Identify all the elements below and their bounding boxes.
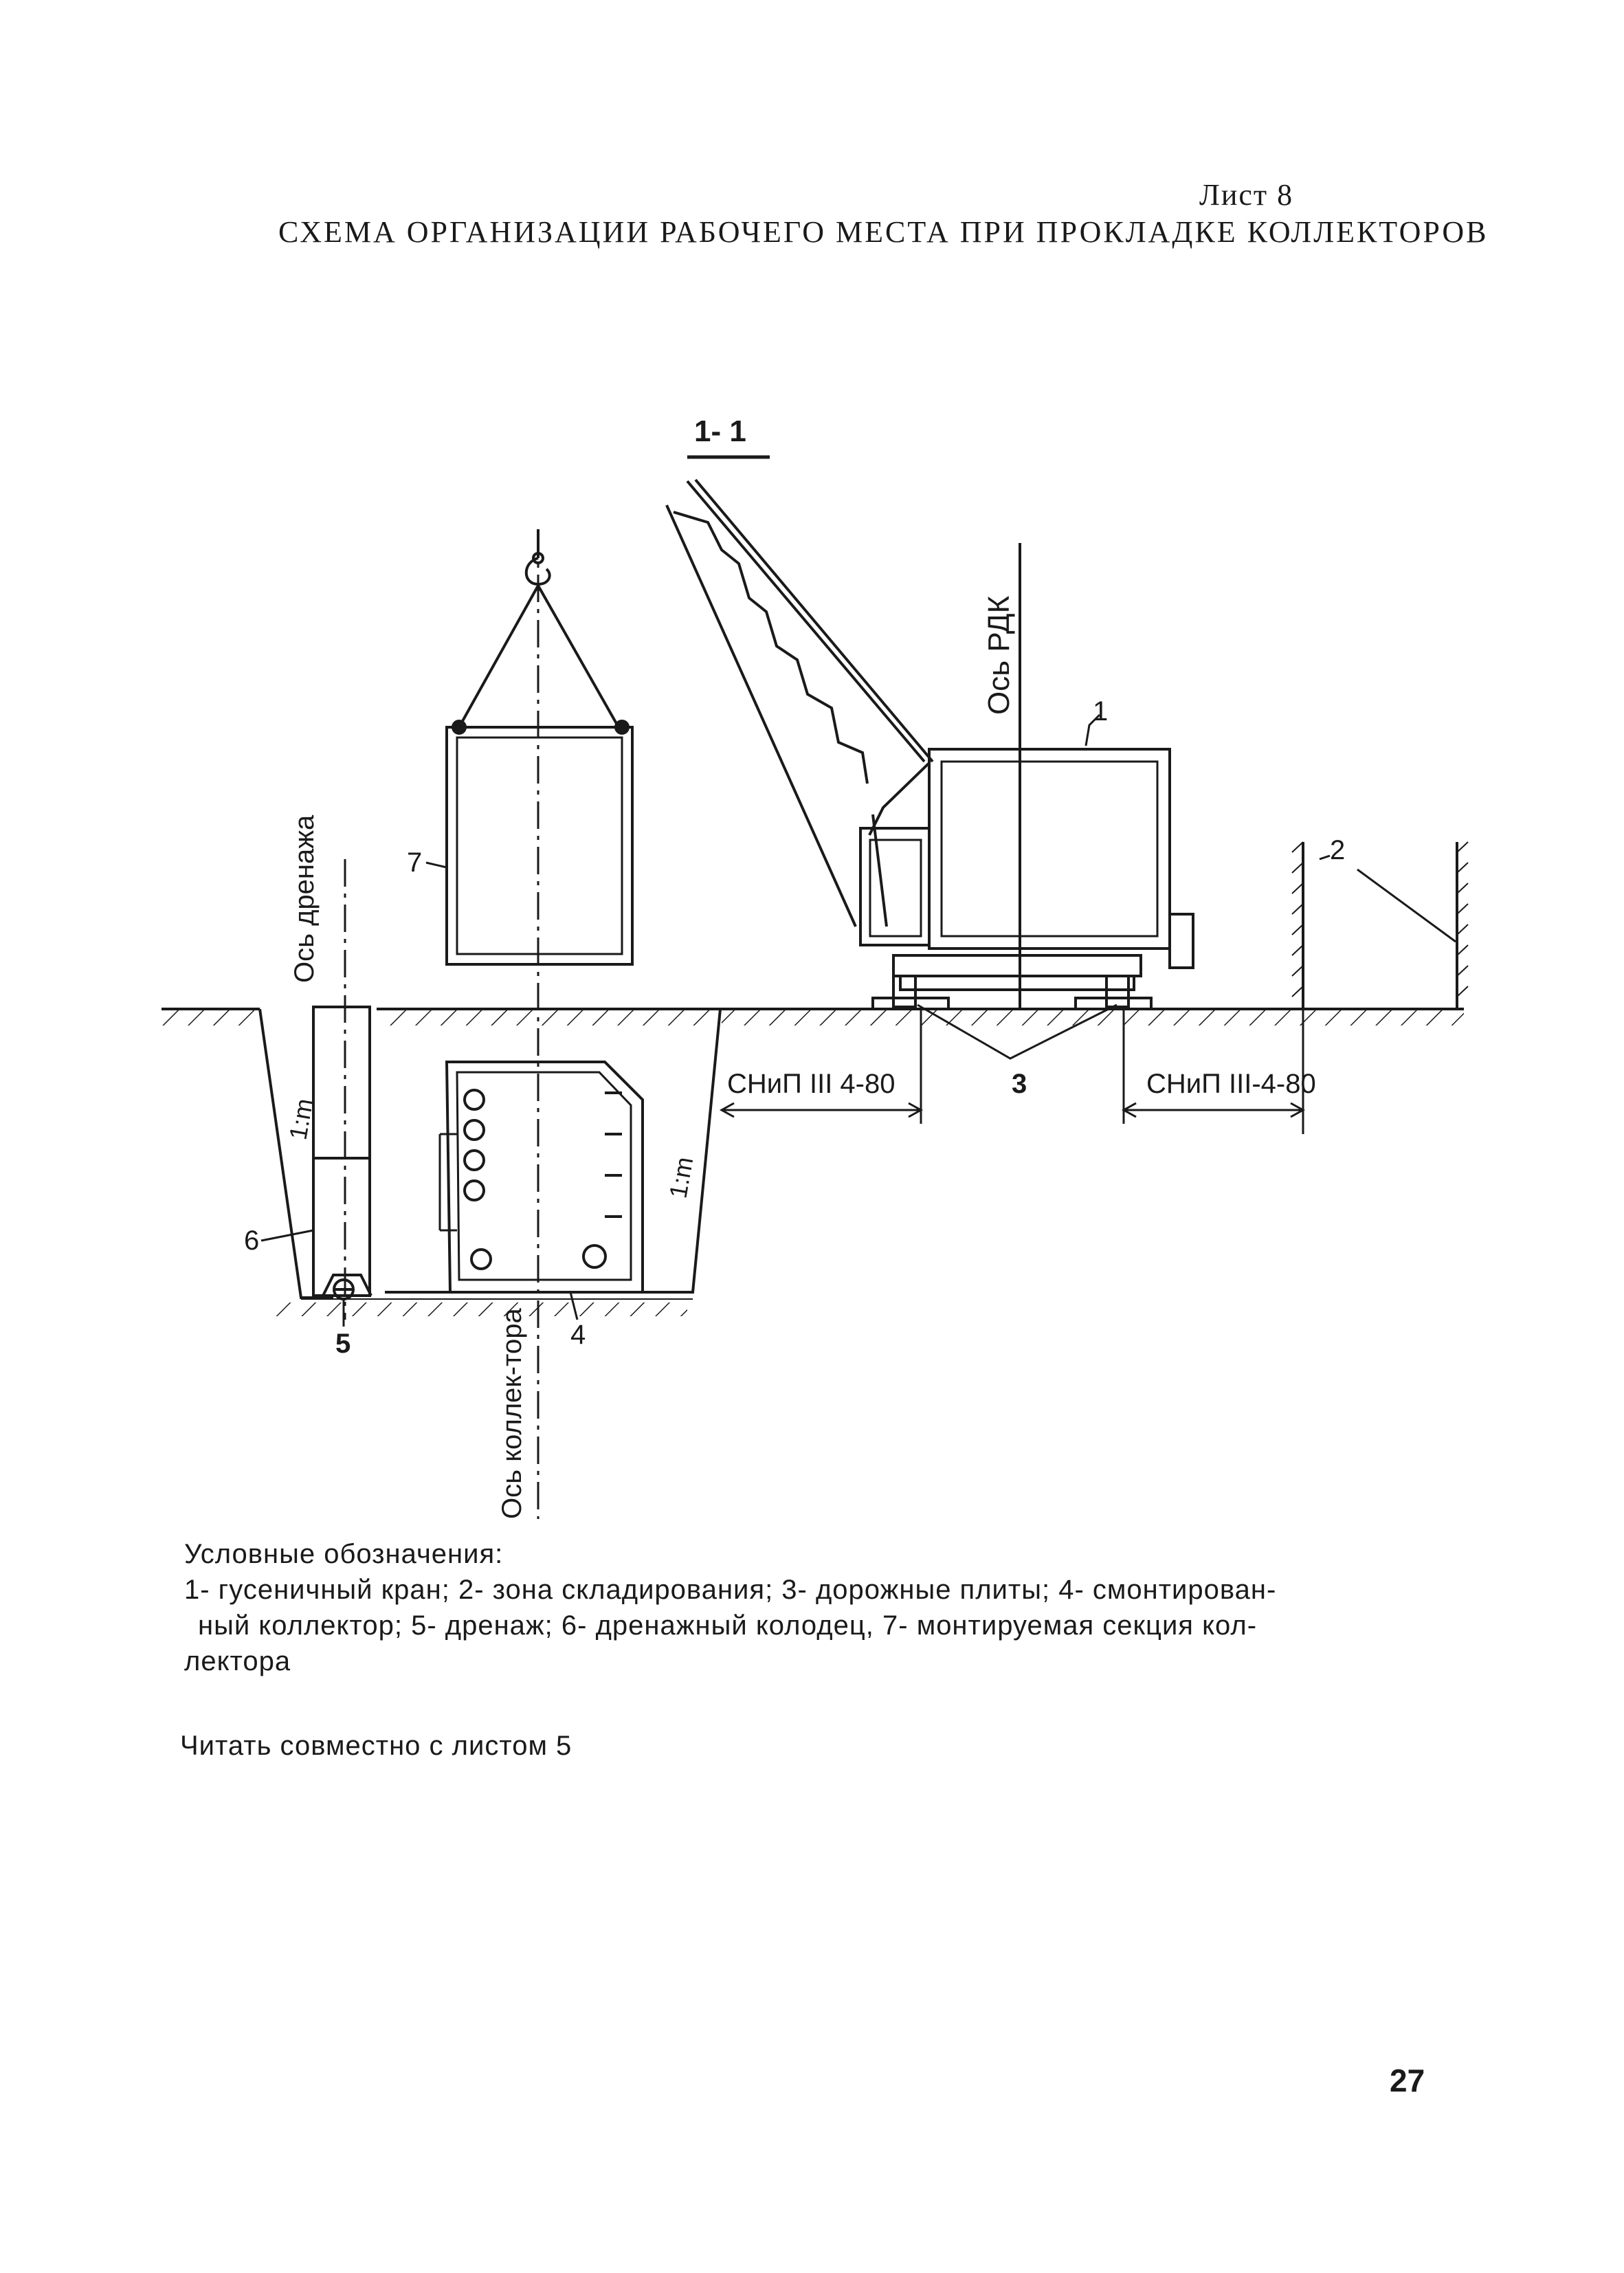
legend: Условные обозначения: 1- гусеничный кран… [184, 1536, 1276, 1679]
read-together-note: Читать совместно с листом 5 [180, 1731, 572, 1761]
trench [258, 1008, 722, 1316]
callout-2: 2 [1330, 835, 1345, 865]
dimension-label-right: СНиП III-4-80 [1146, 1069, 1316, 1099]
legend-heading: Условные обозначения: [184, 1539, 504, 1569]
crane-boom [665, 478, 934, 927]
legend-line: 1- гусеничный кран; 2- зона складировани… [184, 1575, 1277, 1605]
slope-label-right: 1:m [664, 1155, 699, 1200]
callout-1: 1 [1093, 696, 1108, 727]
callout-4: 4 [570, 1320, 586, 1350]
section-label: 1- 1 [694, 414, 746, 448]
dimension-left [719, 1009, 924, 1124]
crawler-crane-cab [859, 748, 1194, 969]
axis-label-rdk: Ось РДК [982, 595, 1016, 715]
ground-hatch-left [162, 1010, 258, 1025]
leader-6 [260, 1229, 314, 1242]
leader-2a [1319, 854, 1331, 861]
installed-collector [438, 1061, 644, 1294]
sheet-label: Лист 8 [1199, 178, 1294, 212]
sling-left [458, 585, 540, 728]
ground-hatch-mid [385, 1010, 715, 1025]
page-number: 27 [1390, 2063, 1425, 2098]
dimension-label-left: СНиП III 4-80 [727, 1069, 896, 1099]
leader-4 [569, 1291, 579, 1320]
leader-3 [917, 1004, 1117, 1060]
callout-3: 3 [1012, 1069, 1027, 1099]
callout-7: 7 [407, 847, 422, 878]
axis-label-collector: Ось коллек-тора [497, 1308, 527, 1519]
page-title: СХЕМА ОРГАНИЗАЦИИ РАБОЧЕГО МЕСТА ПРИ ПРО… [278, 215, 1489, 249]
sling-right [537, 585, 620, 728]
leader-1 [1084, 713, 1101, 746]
dimension-right [1121, 1009, 1306, 1124]
suspended-section [445, 720, 634, 966]
callout-6: 6 [244, 1226, 259, 1256]
road-plate-right [1074, 997, 1153, 1010]
crane-hook [524, 529, 551, 586]
axis-label-drainage: Ось дренажа [289, 814, 320, 983]
callout-5: 5 [335, 1329, 351, 1359]
legend-line: лектора [184, 1646, 291, 1676]
drainage-well [312, 1006, 372, 1300]
leader-7 [425, 861, 447, 869]
leader-2b [1357, 868, 1456, 943]
crane-crawler [892, 954, 1142, 1008]
legend-line: ный коллектор; 5- дренаж; 6- дренажный к… [198, 1610, 1258, 1641]
storage-zone [1291, 841, 1469, 1134]
road-plate-left [871, 997, 950, 1010]
